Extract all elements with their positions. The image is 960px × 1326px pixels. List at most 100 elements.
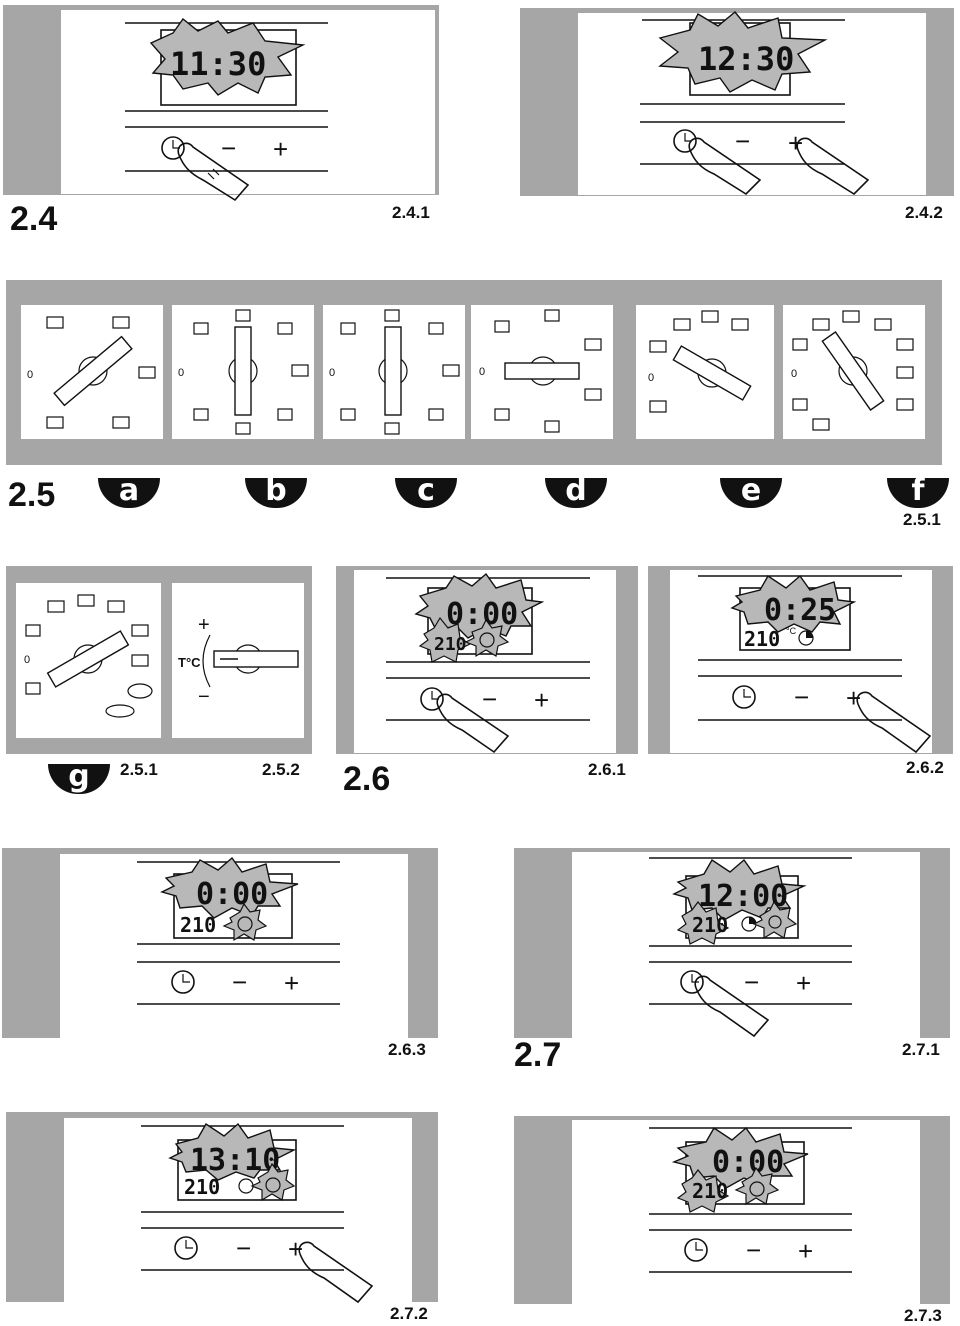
figure-label: 2.7.1 <box>902 1040 940 1059</box>
display-temperature: 210 <box>744 627 780 651</box>
badge-d: d <box>545 476 607 508</box>
plus-button[interactable]: + <box>846 683 861 713</box>
svg-text:0: 0 <box>27 369 33 381</box>
plus-button[interactable]: + <box>284 968 299 998</box>
minus-button[interactable]: − <box>232 967 247 997</box>
badge-b: b <box>245 476 307 508</box>
clock-icon <box>684 1238 708 1262</box>
finger-icon <box>694 975 770 1038</box>
figure-label: 2.6.2 <box>906 758 944 777</box>
figure-label: 2.5.2 <box>262 760 300 779</box>
figure-2-4-2: 12:30 − + <box>520 8 954 196</box>
figure-label: 2.7.3 <box>904 1306 942 1325</box>
plus-button[interactable]: + <box>534 685 549 715</box>
display-temperature: 210 <box>692 1179 728 1203</box>
minus-button[interactable]: − <box>221 133 236 163</box>
display-temperature: 210 <box>434 634 467 655</box>
badge-c: c <box>395 476 457 508</box>
minus-button[interactable]: − <box>236 1233 251 1263</box>
minus-button[interactable]: − <box>744 967 759 997</box>
svg-text:0: 0 <box>329 367 335 379</box>
dial-e: 0 <box>636 305 774 439</box>
control-panel-drawing: 0:00 210 − + <box>137 856 340 1005</box>
figure-label: 2.4.2 <box>905 203 943 222</box>
svg-text:T°C: T°C <box>178 655 201 670</box>
display-temperature: 210 <box>180 913 216 937</box>
plus-button[interactable]: + <box>798 1236 813 1266</box>
clock-icon <box>680 970 704 994</box>
badge-g: g <box>48 762 110 794</box>
finger-icon <box>298 1241 374 1304</box>
flash-burst-icon <box>658 11 828 93</box>
control-panel-drawing: 13:10 210 − + <box>141 1122 374 1304</box>
control-panel-drawing: 0:00 210 − + <box>649 1126 852 1273</box>
minus-button[interactable]: − <box>482 684 497 714</box>
plus-button[interactable]: + <box>788 128 803 158</box>
section-number: 2.7 <box>514 1036 562 1074</box>
figure-2-6-2: 0:25 210 °C − + <box>648 566 953 754</box>
figure-label: 2.6.1 <box>588 760 626 779</box>
figure-2-7-1: 12:00 210 − + <box>514 848 950 1038</box>
figure-label: 2.6.3 <box>388 1040 426 1059</box>
dial-d: 0 <box>471 305 613 439</box>
section-number: 2.5 <box>8 476 56 514</box>
display-time: 12:30 <box>698 40 794 78</box>
temperature-up: + <box>198 614 210 636</box>
plus-button[interactable]: + <box>796 968 811 998</box>
dial-c: 0 <box>323 305 465 439</box>
svg-text:0: 0 <box>178 367 184 379</box>
figure-2-4-1: 11:30 − + <box>3 5 439 202</box>
finger-icon <box>796 137 870 196</box>
display-time: 13:10 <box>190 1143 280 1178</box>
section-number: 2.4 <box>10 200 58 238</box>
badge-a: a <box>98 476 160 508</box>
oven-mode-icon <box>46 316 64 329</box>
figure-label: 2.5.1 <box>120 760 158 779</box>
figure-2-5-1-dials: 0 0 0 <box>6 280 942 465</box>
oven-mode-icon <box>112 316 130 329</box>
figure-2-5-1-g: 0 T°C + − <box>6 566 312 754</box>
clock-icon <box>420 687 444 711</box>
temperature-down: − <box>198 686 210 708</box>
finger-icon <box>177 142 250 202</box>
plus-button[interactable]: + <box>288 1234 303 1264</box>
finger-icon <box>856 691 932 754</box>
minus-button[interactable]: − <box>746 1235 761 1265</box>
svg-text:0: 0 <box>479 366 485 378</box>
display-time: 0:00 <box>712 1145 784 1180</box>
display-temperature: 210 <box>184 1175 220 1199</box>
flash-burst-icon <box>149 17 306 96</box>
oven-mode-icon <box>112 416 130 429</box>
plus-button[interactable]: + <box>273 134 288 164</box>
control-panel-drawing: 0:00 210 − + <box>386 572 590 754</box>
badge-f: f <box>887 476 949 508</box>
display-time: 0:25 <box>764 593 836 628</box>
minus-button[interactable]: − <box>735 126 750 156</box>
finger-icon <box>688 137 762 196</box>
section-number: 2.6 <box>343 760 391 798</box>
temperature-unit: °C <box>786 626 797 636</box>
dial-g: 0 <box>16 583 161 738</box>
figure-2-7-3: 0:00 210 − + <box>514 1116 950 1304</box>
oven-mode-icon <box>46 416 64 429</box>
display-time: 11:30 <box>170 45 266 83</box>
control-panel-drawing: 12:30 − + <box>640 11 870 196</box>
finger-icon <box>436 693 510 754</box>
figure-2-6-1: 0:00 210 − + <box>336 566 638 754</box>
control-panel-drawing: 0:25 210 °C − + <box>698 574 932 754</box>
oven-mode-icon <box>138 366 156 379</box>
svg-text:0: 0 <box>648 372 654 384</box>
badge-e: e <box>720 476 782 508</box>
figure-label: 2.7.2 <box>390 1304 428 1323</box>
clock-icon <box>161 136 185 160</box>
minus-button[interactable]: − <box>794 682 809 712</box>
clock-icon <box>171 970 195 994</box>
figure-2-7-2: 13:10 210 − + <box>6 1112 438 1304</box>
temperature-dial: T°C + − <box>172 583 304 738</box>
display-time: 0:00 <box>196 877 268 912</box>
dial-a: 0 <box>21 305 163 439</box>
dial-b: 0 <box>172 305 314 439</box>
clock-icon <box>732 685 756 709</box>
clock-icon <box>174 1236 198 1260</box>
dial-f: 0 <box>783 305 925 439</box>
